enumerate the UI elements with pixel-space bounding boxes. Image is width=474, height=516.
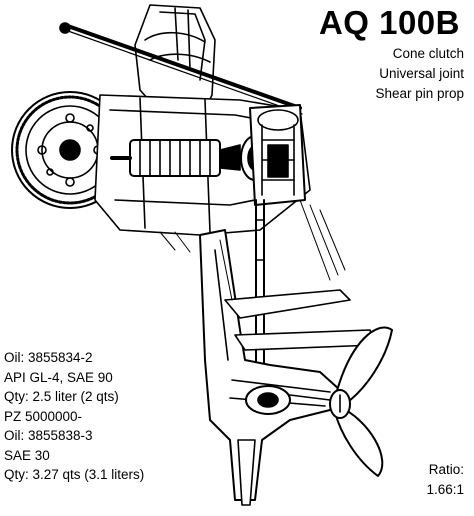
ratio-label: Ratio: <box>428 462 464 477</box>
ratio-value: 1.66:1 <box>426 482 464 497</box>
vertical-drive-shaft <box>255 199 265 391</box>
spec-line: Qty: 3.27 qts (3.1 liters) <box>4 467 145 482</box>
spec-line: Oil: 3855834-2 <box>4 350 93 365</box>
shading-hatch <box>159 199 346 301</box>
lower-gearcase <box>199 229 341 501</box>
feature-item: Universal joint <box>379 66 464 81</box>
spec-line: API GL-4, SAE 90 <box>4 369 113 385</box>
cavitation-plate <box>224 289 376 351</box>
skeg <box>237 439 256 506</box>
propeller <box>329 326 393 477</box>
cone-clutch <box>110 135 270 181</box>
spec-line: Qty: 2.5 liter (2 qts) <box>4 389 119 404</box>
spec-line: PZ 5000000- <box>4 408 83 424</box>
feature-list: Cone clutch Universal joint Shear pin pr… <box>375 44 464 104</box>
feature-item: Shear pin prop <box>375 86 464 101</box>
spec-line: SAE 30 <box>4 447 50 463</box>
feature-item: Cone clutch <box>392 46 464 61</box>
oil-spec-block: Oil: 3855834-2 API GL-4, SAE 90 Qty: 2.5… <box>4 348 144 485</box>
control-rod <box>59 22 303 115</box>
universal-joint <box>249 104 306 206</box>
model-title: AQ 100B <box>318 4 460 41</box>
spec-line: Oil: 3855838-3 <box>4 428 93 443</box>
